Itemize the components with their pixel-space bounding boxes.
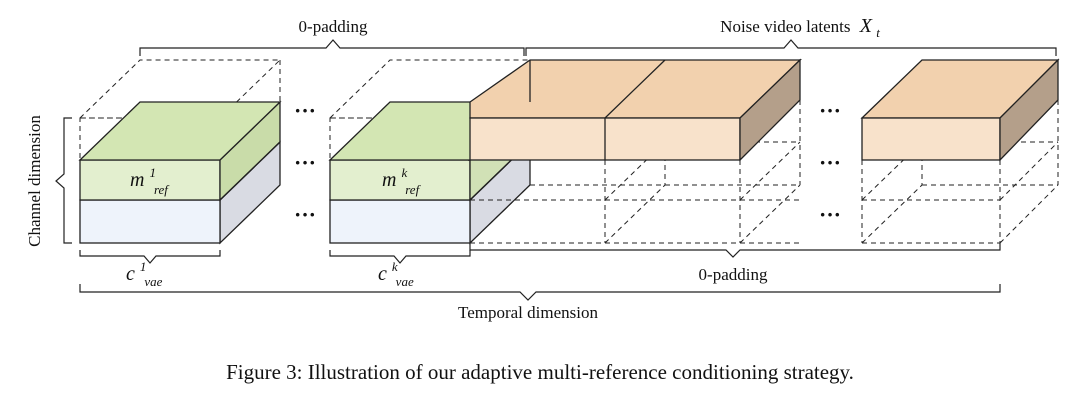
bottom-padding-label: 0-padding bbox=[699, 265, 768, 284]
top-padding-label: 0-padding bbox=[299, 17, 368, 36]
ellipsis-ref-bottom: ··· bbox=[294, 202, 316, 227]
refk-blue-face bbox=[329, 199, 471, 244]
ellipsis-ref-top: ··· bbox=[294, 98, 316, 123]
temporal-brace bbox=[79, 284, 1001, 301]
architecture-diagram: ··· ··· ··· ··· ··· ··· 0-padding Noise … bbox=[25, 15, 1060, 322]
refk-label: m k ref bbox=[382, 160, 422, 197]
refk-green-face bbox=[329, 159, 471, 201]
ref1-blue-face bbox=[79, 199, 221, 244]
ellipses: ··· ··· ··· ··· ··· ··· bbox=[294, 98, 841, 227]
brace-bottom-padding bbox=[469, 243, 1001, 258]
reference-block-1 bbox=[78, 59, 282, 245]
brace-ck bbox=[329, 250, 471, 264]
braces bbox=[55, 39, 1057, 301]
figure-caption: Figure 3: Illustration of our adaptive m… bbox=[226, 360, 854, 384]
brace-c1 bbox=[79, 250, 221, 264]
ellipsis-latent-mid: ··· bbox=[819, 150, 841, 175]
noise-latents-label: Noise video latents X t bbox=[720, 15, 880, 40]
ref1-green-top bbox=[78, 101, 282, 161]
channel-dimension-label: Channel dimension bbox=[25, 115, 44, 247]
ellipsis-latent-bottom: ··· bbox=[819, 202, 841, 227]
ellipsis-latent-top: ··· bbox=[819, 98, 841, 123]
ck-label: c k vae bbox=[378, 254, 414, 289]
channel-brace bbox=[55, 117, 72, 244]
ellipsis-ref-mid: ··· bbox=[294, 150, 316, 175]
noise-latents-subscript: t bbox=[876, 25, 880, 40]
temporal-dimension-label: Temporal dimension bbox=[458, 303, 598, 322]
last-latent-slab bbox=[860, 58, 1060, 244]
noise-latent-slab bbox=[468, 58, 802, 244]
top-brace-padding bbox=[139, 39, 525, 56]
ref1-label: m 1 ref bbox=[130, 160, 170, 197]
c1-label: c 1 vae bbox=[126, 254, 163, 289]
latent-side-face bbox=[739, 58, 801, 162]
noise-latents-text: Noise video latents bbox=[720, 17, 850, 36]
top-brace-latents bbox=[525, 39, 1057, 56]
noise-latents-symbol: X bbox=[859, 15, 873, 37]
ref1-green-face bbox=[79, 159, 221, 201]
